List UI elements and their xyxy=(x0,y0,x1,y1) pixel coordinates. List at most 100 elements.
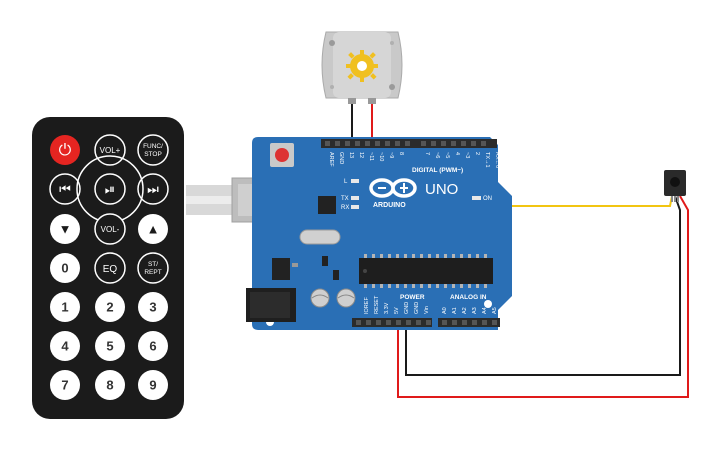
vol-down-label: VOL- xyxy=(101,225,120,234)
pin-label-6: ~6 xyxy=(434,152,440,158)
led-rx-label: RX xyxy=(341,205,349,211)
pin-label-11: ~11 xyxy=(368,152,374,161)
analog-in-label: ANALOG IN xyxy=(450,294,487,301)
pin-label-a3: A3 xyxy=(472,307,478,314)
digit-label-1: 1 xyxy=(61,299,68,314)
pin-label-gnd: GND xyxy=(338,152,344,164)
led-tx-label: TX xyxy=(341,196,349,202)
vol-up-label: VOL+ xyxy=(100,146,121,155)
dc-motor[interactable] xyxy=(321,31,403,104)
power-pin-labels: IOREF RESET 3.3V 5V GND GND Vin xyxy=(364,295,430,314)
zero-label: 0 xyxy=(61,260,68,275)
pin-label-5: ~5 xyxy=(444,152,450,158)
rewind-button[interactable]: ⏮ xyxy=(49,173,81,205)
led-l-label: L xyxy=(344,179,348,185)
digit-button-5[interactable]: 5 xyxy=(95,331,125,361)
pin-label-5v: 5V xyxy=(394,307,400,314)
digital-pin-holes xyxy=(325,141,486,146)
st-rept-button[interactable]: ST/ REPT xyxy=(137,252,169,284)
digit-label-5: 5 xyxy=(106,338,113,353)
analog-pin-labels: A0 A1 A2 A3 A4 A5 xyxy=(442,307,498,314)
crystal-oscillator xyxy=(299,229,341,245)
usb-chip xyxy=(318,196,336,214)
up-icon: ▲ xyxy=(147,221,160,236)
pin-label-gnd-1: GND xyxy=(404,302,410,314)
vol-down-button[interactable]: VOL- xyxy=(94,213,126,245)
digit-button-6[interactable]: 6 xyxy=(138,331,168,361)
ir-vcc-wire[interactable] xyxy=(397,195,689,398)
st-rept-label-1: ST/ xyxy=(148,261,158,268)
down-button[interactable]: ▼ xyxy=(50,214,80,244)
pin-label-10: ~10 xyxy=(378,152,384,161)
pin-label-a5: A5 xyxy=(492,307,498,314)
pin-label-a0: A0 xyxy=(442,307,448,314)
pin-label-2: 2 xyxy=(474,152,480,155)
pin-label-rx0: RX←0 xyxy=(494,152,500,168)
eq-label: EQ xyxy=(103,264,118,275)
power-button[interactable]: ⏻ xyxy=(50,135,80,165)
pin-label-a2: A2 xyxy=(462,307,468,314)
led-l xyxy=(351,179,359,183)
motor-gear-icon xyxy=(346,50,378,82)
arduino-uno-board[interactable]: AREF GND 13 12 ~11 ~10 ~9 8 7 ~6 ~5 4 ~3… xyxy=(246,137,512,330)
down-icon: ▼ xyxy=(59,221,72,236)
ir-gnd-wire[interactable] xyxy=(405,195,681,376)
func-stop-label-1: FUNC/ xyxy=(143,143,163,150)
eq-button[interactable]: EQ xyxy=(94,252,126,284)
forward-icon: ⏭ xyxy=(147,181,159,196)
digit-button-9[interactable]: 9 xyxy=(138,370,168,400)
led-rx xyxy=(351,205,359,209)
zero-button[interactable]: 0 xyxy=(50,253,80,283)
forward-button[interactable]: ⏭ xyxy=(137,173,169,205)
digit-label-7: 7 xyxy=(61,377,68,392)
digit-button-3[interactable]: 3 xyxy=(138,292,168,322)
power-label: POWER xyxy=(400,294,425,301)
digit-button-1[interactable]: 1 xyxy=(50,292,80,322)
digit-label-3: 3 xyxy=(149,299,156,314)
led-on-label: ON xyxy=(483,196,492,202)
digit-label-4: 4 xyxy=(61,338,69,353)
pin-label-3v3: 3.3V xyxy=(384,302,390,314)
pin-label-9: ~9 xyxy=(388,152,394,158)
pin-label-7: 7 xyxy=(424,152,430,155)
digit-button-8[interactable]: 8 xyxy=(95,370,125,400)
digit-button-7[interactable]: 7 xyxy=(50,370,80,400)
pin-label-12: 12 xyxy=(358,152,364,158)
digital-pin-labels: AREF GND 13 12 ~11 ~10 ~9 8 7 ~6 ~5 4 ~3… xyxy=(328,152,500,168)
rewind-icon: ⏮ xyxy=(59,181,71,196)
pin-label-8: 8 xyxy=(398,152,404,155)
ir-receiver[interactable] xyxy=(664,170,686,202)
pin-label-3: ~3 xyxy=(464,152,470,158)
digit-button-2[interactable]: 2 xyxy=(95,292,125,322)
digit-label-8: 8 xyxy=(106,377,113,392)
func-stop-button[interactable]: FUNC/ STOP xyxy=(137,134,169,166)
digit-label-2: 2 xyxy=(106,299,113,314)
arduino-model: UNO xyxy=(425,181,458,198)
capacitor-left xyxy=(310,288,330,308)
pin-label-a4: A4 xyxy=(482,307,488,314)
func-stop-label-2: STOP xyxy=(144,151,162,158)
pin-label-gnd-2: GND xyxy=(414,302,420,314)
arduino-logo-icon xyxy=(369,178,417,198)
vol-up-button[interactable]: VOL+ xyxy=(94,134,126,166)
st-rept-label-2: REPT xyxy=(144,269,161,276)
power-icon: ⏻ xyxy=(59,142,72,159)
digit-button-4[interactable]: 4 xyxy=(50,331,80,361)
voltage-regulator xyxy=(272,258,290,280)
led-tx xyxy=(351,196,359,200)
atmega-chip xyxy=(359,258,493,284)
pin-label-4: 4 xyxy=(454,152,460,155)
arduino-brand: ARDUINO xyxy=(373,202,406,209)
ir-remote: ⏻ VOL+ FUNC/ STOP ⏮ ⏯ ⏭ ▼ xyxy=(32,117,184,419)
power-header xyxy=(352,318,432,327)
play-pause-button[interactable]: ⏯ xyxy=(94,173,126,205)
play-pause-icon: ⏯ xyxy=(105,181,115,196)
pin-label-aref: AREF xyxy=(328,152,334,167)
digit-label-6: 6 xyxy=(149,338,156,353)
up-button[interactable]: ▲ xyxy=(138,214,168,244)
pin-label-ioref: IOREF xyxy=(364,297,370,314)
capacitor-right xyxy=(336,288,356,308)
pin-label-vin: Vin xyxy=(424,306,430,314)
pin-label-tx1: TX→1 xyxy=(484,152,490,168)
